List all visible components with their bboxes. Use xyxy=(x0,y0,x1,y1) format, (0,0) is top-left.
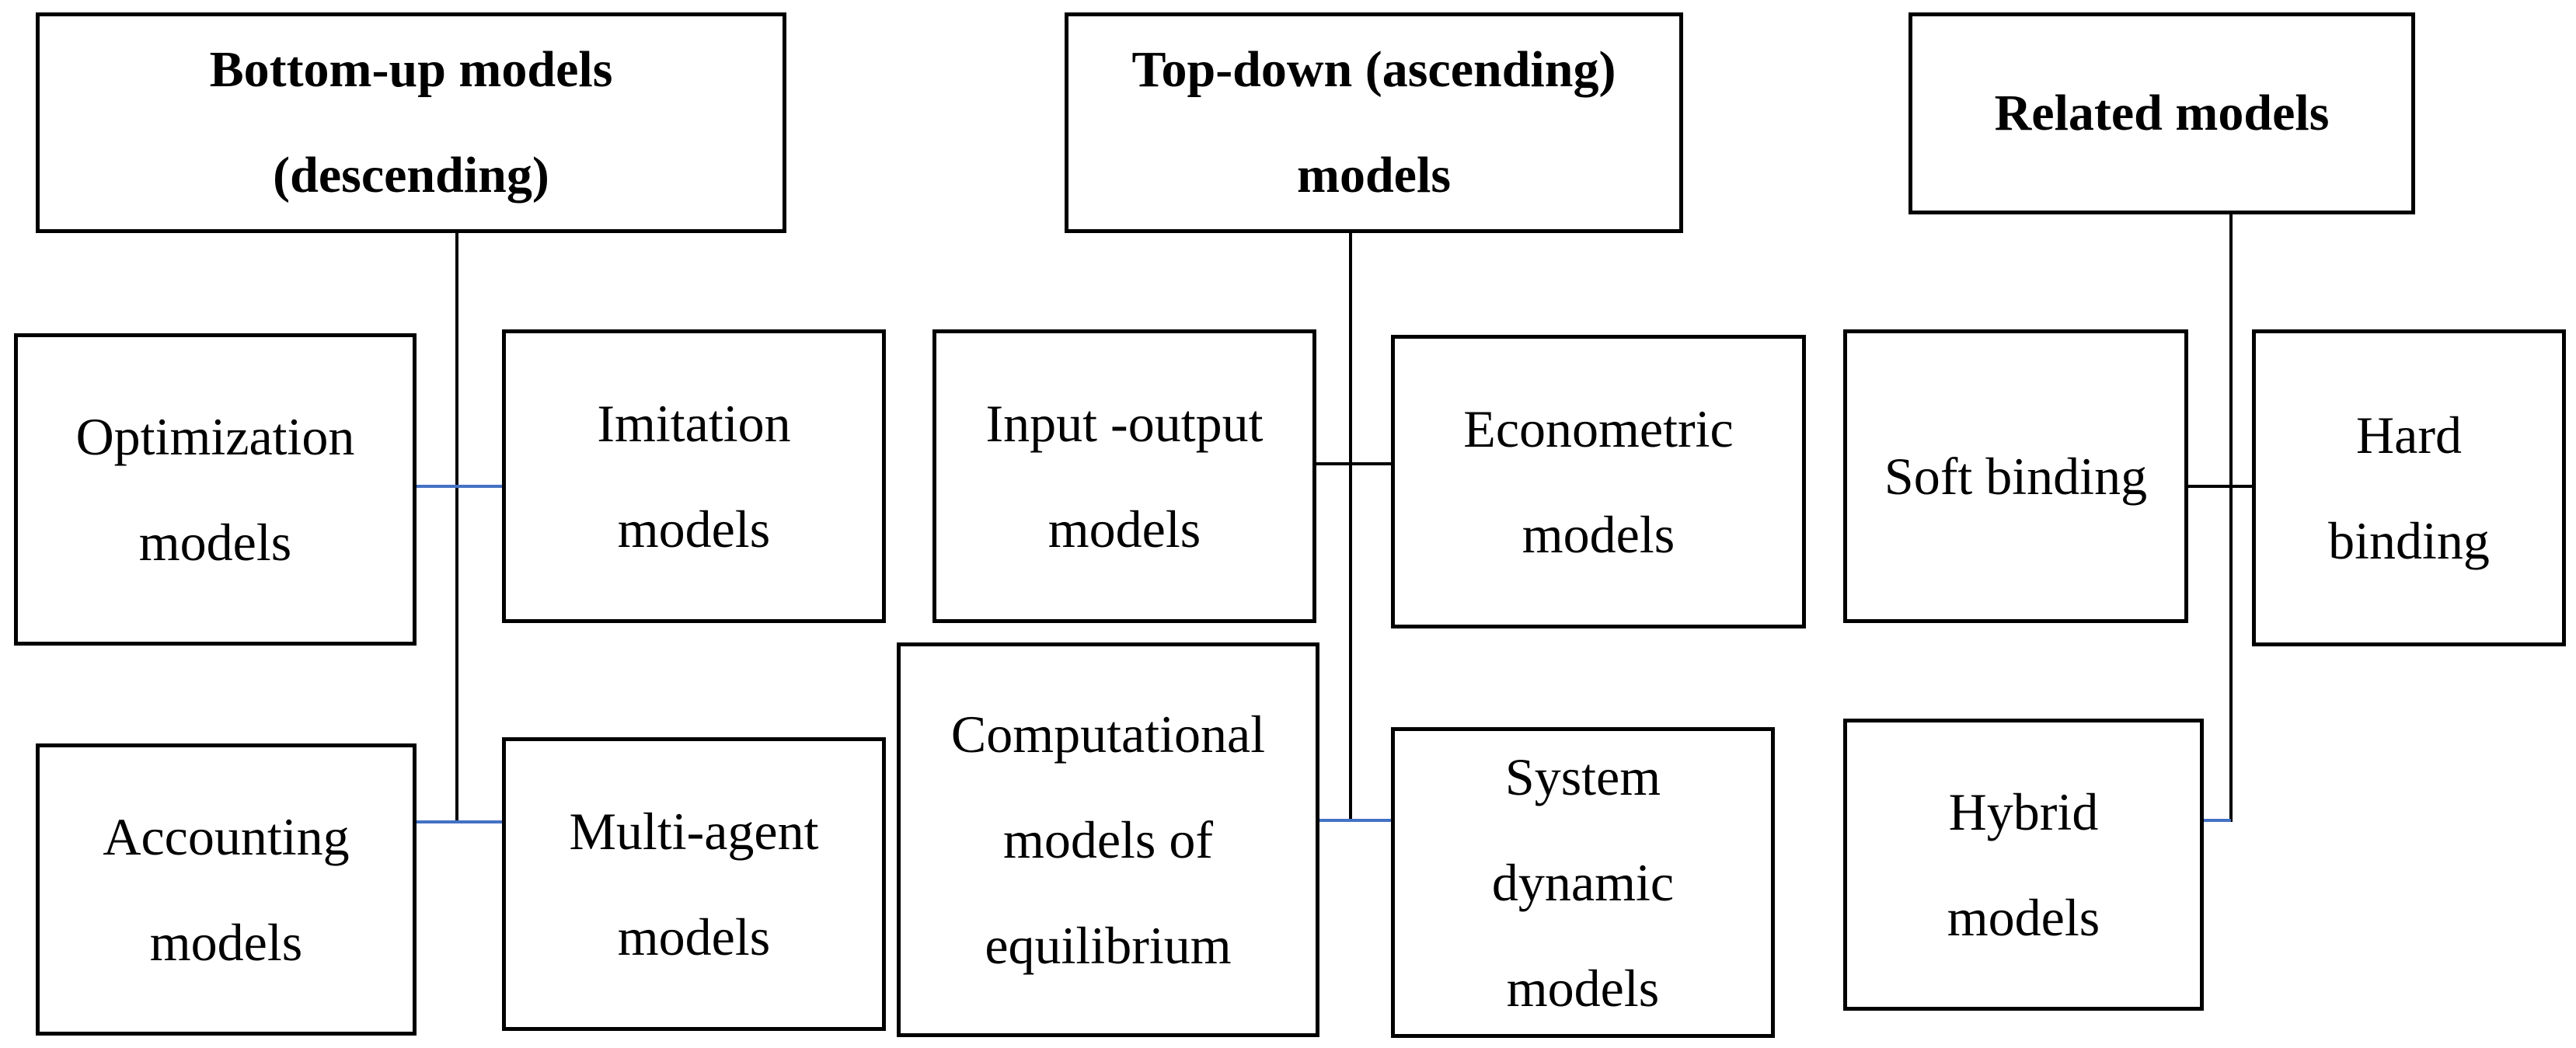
input-output-label: Input -output models xyxy=(985,394,1264,559)
computational-label: Computational models of equilibrium xyxy=(950,705,1266,975)
box-accounting-models: Accounting models xyxy=(36,743,417,1036)
hard-binding-label: Hard binding xyxy=(2328,406,2490,570)
hybrid-label: Hybrid models xyxy=(1947,782,2100,947)
header-bottom-up-models: Bottom-up models (descending) xyxy=(36,12,786,233)
multi-agent-label: Multi-agent models xyxy=(569,802,819,966)
header-top-down-models: Top-down (ascending) models xyxy=(1065,12,1683,233)
box-econometric-models: Econometric models xyxy=(1391,335,1806,628)
box-hard-binding: Hard binding xyxy=(2252,329,2566,646)
soft-binding-label: Soft binding xyxy=(1884,447,2148,506)
box-multi-agent-models: Multi-agent models xyxy=(502,737,886,1031)
accounting-label: Accounting models xyxy=(103,807,350,972)
header-top-down-label: Top-down (ascending) models xyxy=(1131,41,1616,204)
header-bottom-up-label: Bottom-up models (descending) xyxy=(209,41,613,204)
box-imitation-models: Imitation models xyxy=(502,329,886,623)
system-dynamic-label: System dynamic models xyxy=(1491,747,1675,1018)
box-optimization-models: Optimization models xyxy=(14,333,417,646)
box-system-dynamic-models: System dynamic models xyxy=(1391,727,1775,1038)
header-related-label: Related models xyxy=(1994,85,2330,141)
header-related-models: Related models xyxy=(1908,12,2415,214)
box-hybrid-models: Hybrid models xyxy=(1843,719,2204,1011)
imitation-label: Imitation models xyxy=(597,394,791,559)
optimization-label: Optimization models xyxy=(75,407,355,572)
econometric-label: Econometric models xyxy=(1463,399,1734,564)
box-computational-models-of-equilibrium: Computational models of equilibrium xyxy=(897,642,1319,1037)
box-soft-binding: Soft binding xyxy=(1843,329,2188,623)
box-input-output-models: Input -output models xyxy=(932,329,1316,623)
